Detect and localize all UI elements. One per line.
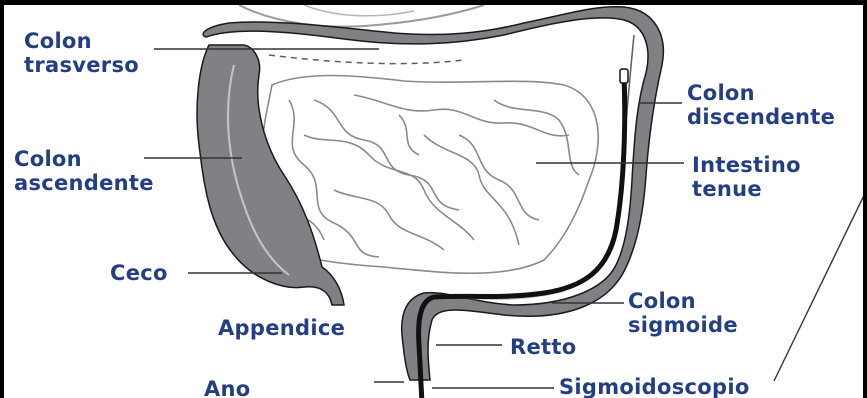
label-ceco: Ceco xyxy=(110,261,168,285)
upper-organ-outline-inner xyxy=(304,5,414,16)
label-ano: Ano xyxy=(204,377,251,398)
label-colon-trasverso: Colon trasverso xyxy=(24,29,139,77)
ascending-colon xyxy=(197,45,344,305)
label-sigmoidoscopio: Sigmoidoscopio xyxy=(559,375,750,398)
sigmoidoscope-tip xyxy=(620,69,628,83)
label-colon-ascendente: Colon ascendente xyxy=(14,147,154,195)
label-appendice: Appendice xyxy=(218,316,345,340)
label-retto: Retto xyxy=(510,335,576,359)
label-intestino-tenue: Intestino tenue xyxy=(692,153,801,201)
label-colon-discendente: Colon discendente xyxy=(687,81,835,129)
label-colon-sigmoide: Colon sigmoide xyxy=(628,289,738,337)
